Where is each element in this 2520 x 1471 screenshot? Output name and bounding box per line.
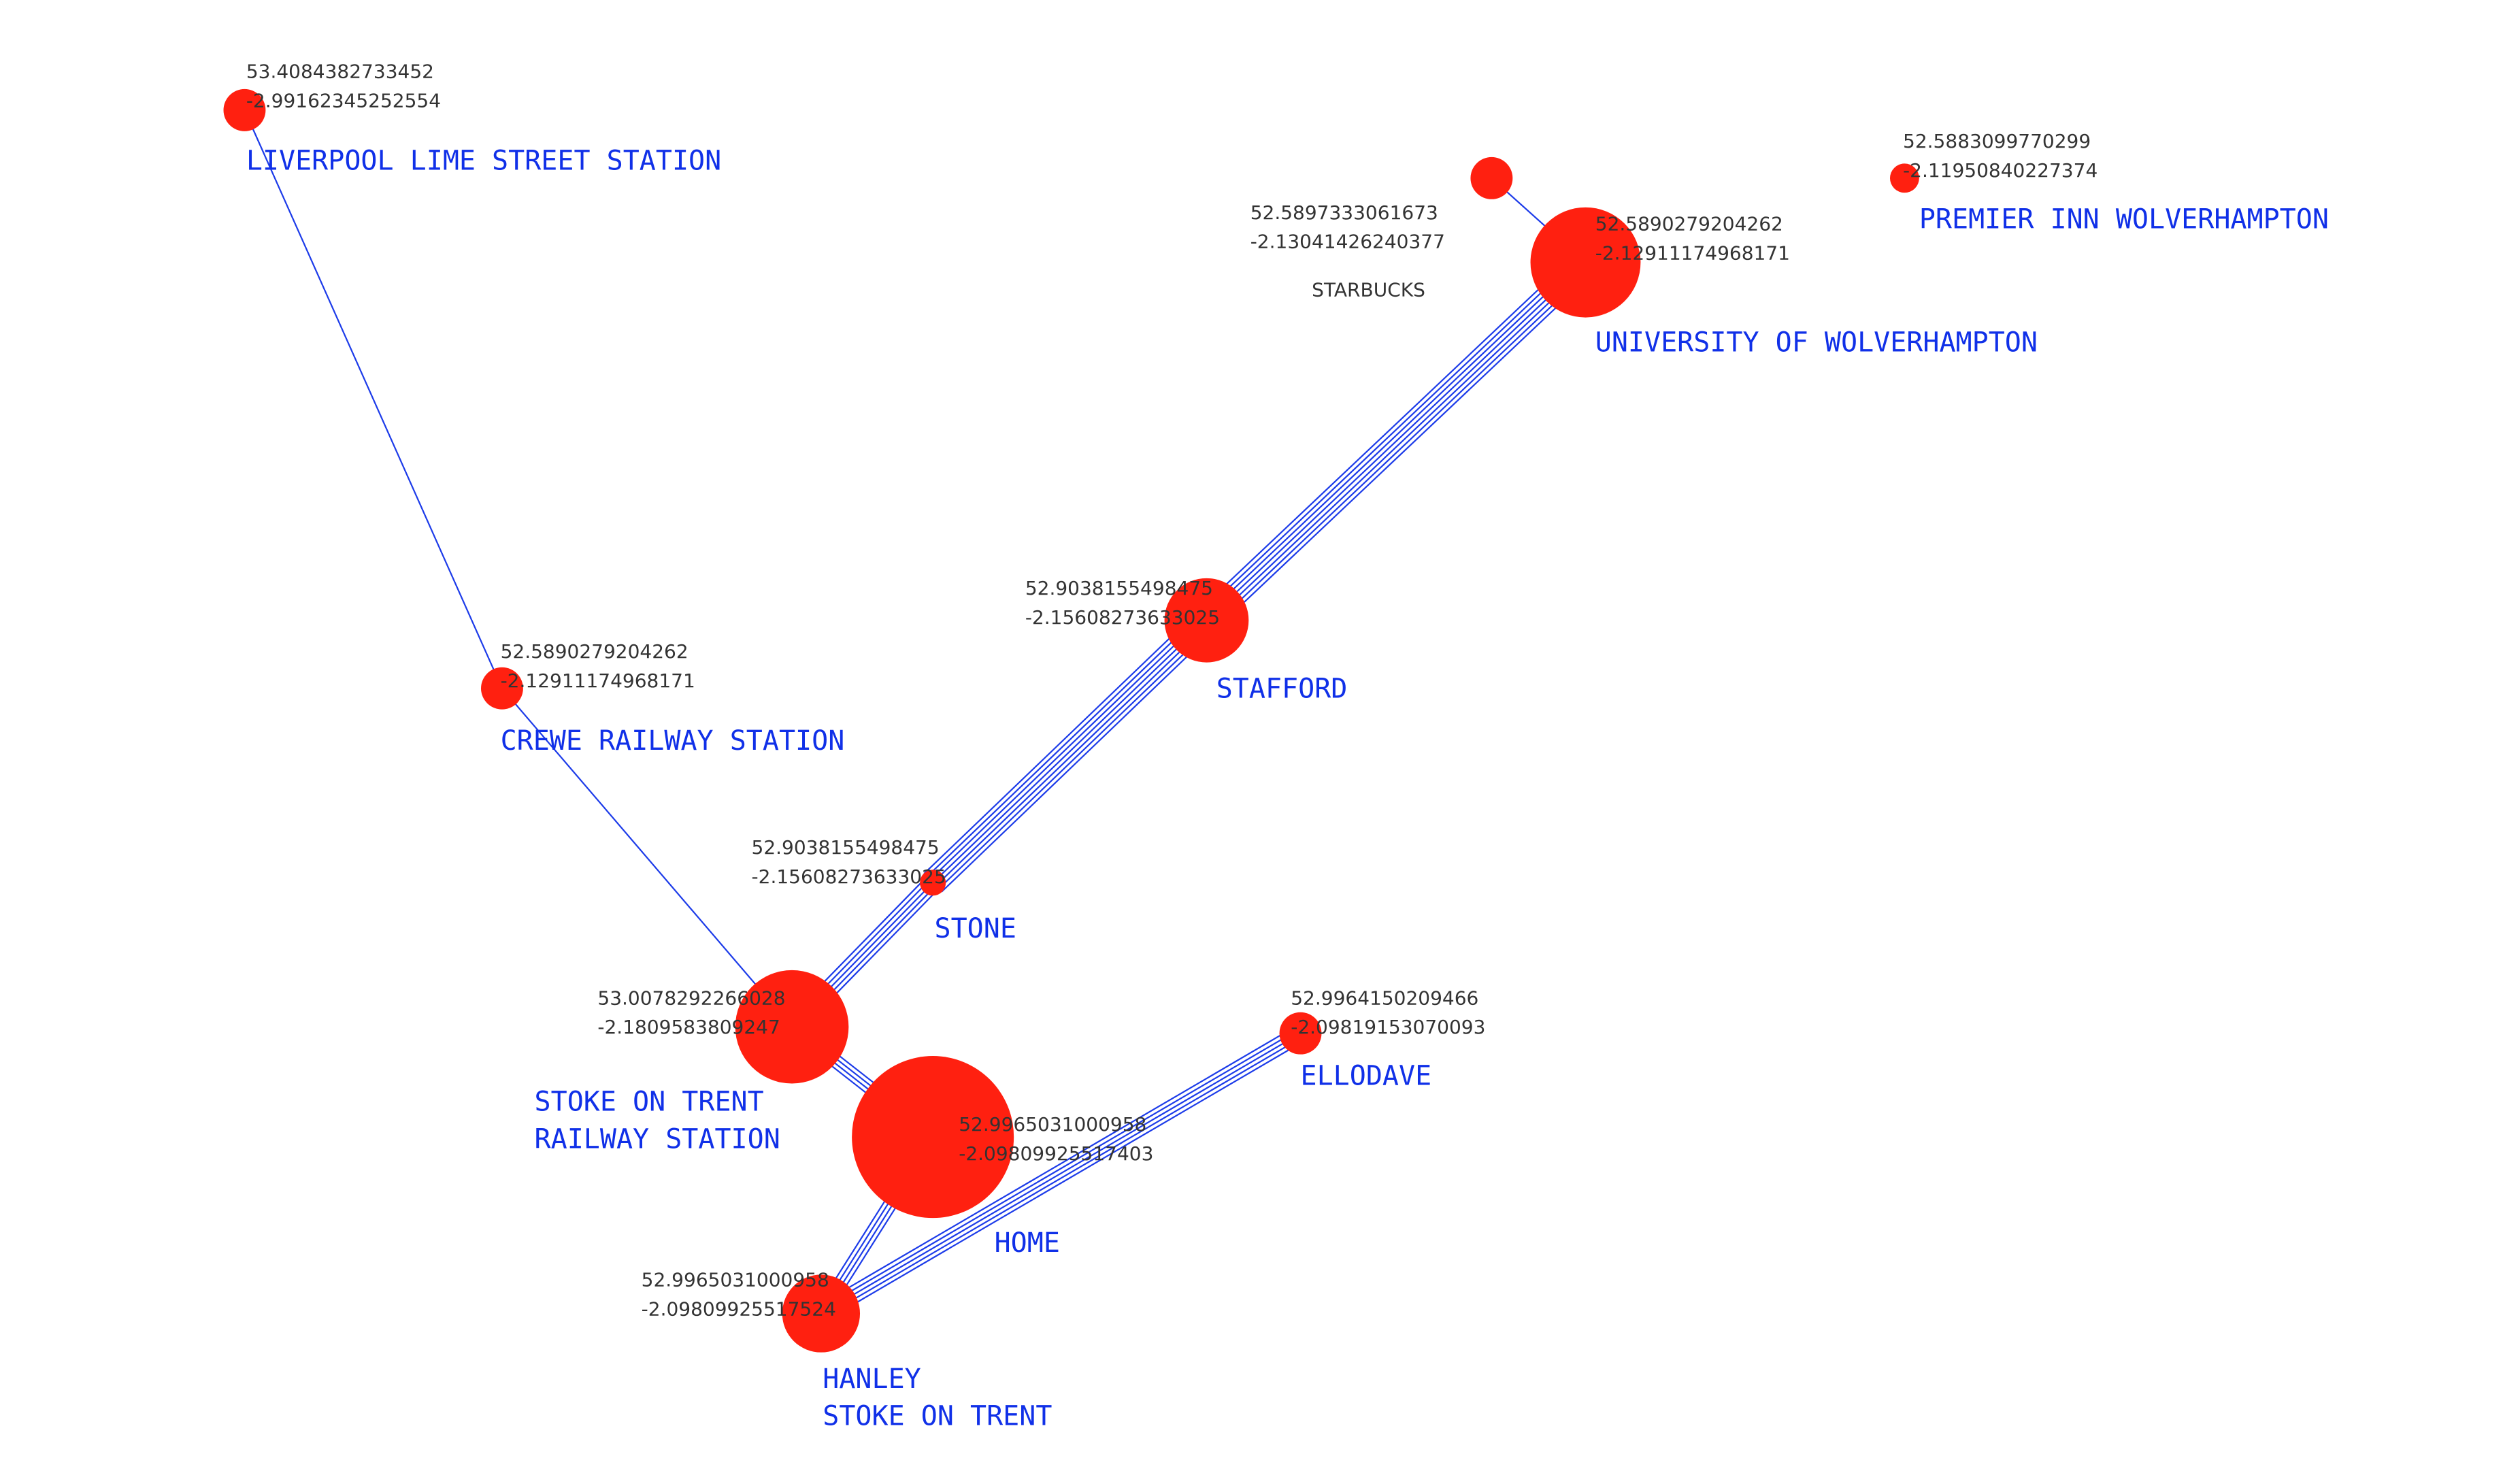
edge-stone-stafford [941,629,1216,893]
edge-liverpool-crewe [244,110,503,689]
node-stafford-name: STAFFORD [1216,674,1348,705]
edge-stafford-university [1212,267,1592,627]
node-hanley-lon: -2.09809925517524 [642,1298,836,1320]
nodes-layer [223,88,1919,1353]
node-home-name: HOME [995,1227,1060,1259]
labels-layer: 53.4084382733452 -2.99162345252554LIVERPO… [246,61,2329,1432]
node-crewe-lon: -2.12911174968171 [501,670,695,692]
node-crewe [480,667,523,710]
edge-stafford-university [1206,261,1587,621]
node-crewe-lat: 52.5890279204262 [501,640,689,663]
node-ellodave-lat: 52.9964150209466 [1291,987,1478,1009]
node-ellodave [1279,1012,1322,1055]
node-ellodave-name: ELLODAVE [1301,1061,1432,1092]
node-university-name: UNIVERSITY OF WOLVERHAMPTON [1595,327,2038,358]
edge-stone-stafford [938,625,1213,890]
node-university-lon: -2.12911174968171 [1595,242,1790,264]
node-hanley-name: STOKE ON TRENT [823,1401,1052,1432]
node-university-lat: 52.5890279204262 [1595,213,1783,235]
node-stafford [1164,578,1249,663]
node-home [852,1056,1014,1219]
node-starbucks-lon: -2.13041426240377 [1250,231,1445,253]
node-premier-name: PREMIER INN WOLVERHAMPTON [1919,203,2329,235]
edge-stafford-university [1203,259,1583,618]
node-starbucks [1470,156,1513,199]
edge-stafford-university [1200,255,1580,615]
node-hanley-name: HANLEY [823,1363,921,1395]
node-home-lat: 52.9965031000958 [959,1113,1146,1136]
node-stoke_station-name: STOKE ON TRENT [535,1087,764,1118]
node-premier [1890,163,1919,193]
node-liverpool-lat: 53.4084382733452 [246,61,434,83]
edge-crewe-stoke_station [501,687,793,1027]
node-home-lon: -2.09809925517403 [959,1142,1153,1165]
edge-hanley-ellodave [820,1032,1302,1315]
node-premier-lon: -2.11950840227374 [1903,159,2098,182]
node-stone-lat: 52.9038155498475 [752,836,940,859]
node-liverpool-name: LIVERPOOL LIME STREET STATION [246,146,721,177]
edge-stone-stafford [923,610,1199,874]
node-ellodave-lon: -2.09819153070093 [1291,1016,1485,1038]
node-hanley-lat: 52.9965031000958 [642,1269,829,1291]
edge-hanley-ellodave [823,1036,1304,1318]
edge-stafford-university [1208,265,1589,625]
edge-stafford-university [1197,252,1578,612]
node-stoke_station-lat: 53.0078292266028 [597,987,785,1009]
edge-hanley-ellodave [825,1040,1306,1322]
node-stone [920,870,946,896]
node-stone-name: STONE [935,913,1016,944]
edge-stone-stafford [929,616,1204,880]
node-premier-lat: 52.5883099770299 [1903,130,2091,152]
node-liverpool [223,88,266,131]
node-starbucks-name: STARBUCKS [1312,278,1425,301]
node-stone-lon: -2.15608273633025 [752,865,946,888]
node-stafford-lat: 52.9038155498475 [1025,577,1213,599]
node-crewe-name: CREWE RAILWAY STATION [501,725,845,757]
node-starbucks-lat: 52.5897333061673 [1250,201,1438,224]
node-stoke_station-name: RAILWAY STATION [535,1123,780,1155]
node-hanley [782,1274,861,1353]
node-stoke_station-lon: -2.1809583809247 [597,1016,780,1038]
edge-hanley-ellodave [818,1029,1299,1311]
node-stoke_station [735,970,849,1084]
node-stafford-lon: -2.15608273633025 [1025,606,1220,629]
node-university [1530,207,1641,318]
edge-stafford-university [1214,271,1595,631]
node-liverpool-lon: -2.99162345252554 [246,90,441,112]
edge-stone-stafford [932,619,1208,884]
edge-stone-stafford [926,613,1201,878]
edge-hanley-ellodave [816,1025,1297,1307]
edge-stone-stafford [935,623,1210,887]
